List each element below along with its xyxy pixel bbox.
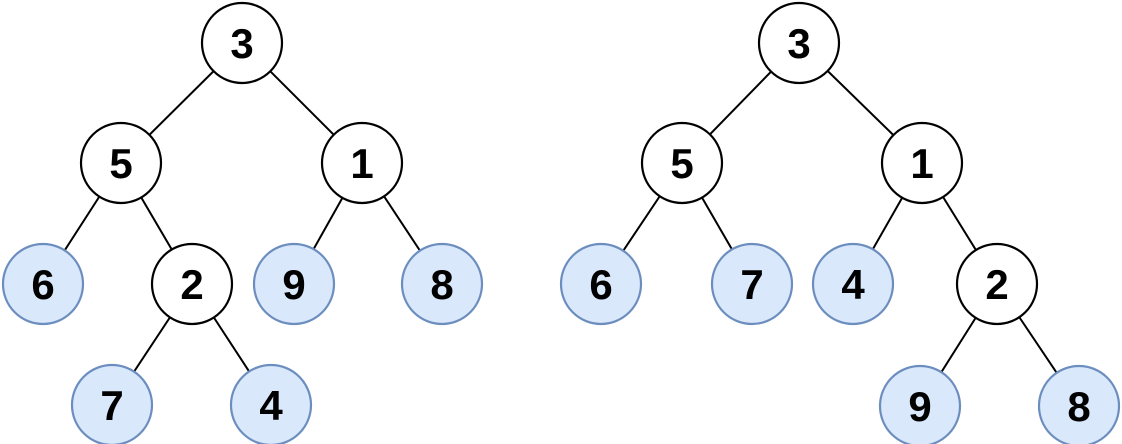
- node-value: 7: [100, 382, 123, 429]
- node-value: 3: [787, 20, 810, 67]
- leaf-node-circle: [710, 242, 794, 326]
- node-value: 2: [180, 261, 203, 308]
- tree-2-node-2: 2: [955, 242, 1039, 326]
- leaf-node-circle: [400, 242, 484, 326]
- tree-1-node-6: 6: [1, 242, 85, 326]
- tree-2-node-7: 7: [710, 242, 794, 326]
- node-value: 9: [908, 383, 931, 430]
- node-value: 4: [259, 382, 283, 429]
- internal-node-circle: [200, 1, 284, 85]
- tree-1-node-1: 1: [320, 121, 404, 205]
- node-value: 5: [670, 140, 693, 187]
- node-value: 3: [230, 20, 253, 67]
- tree-2-node-8: 8: [1037, 364, 1121, 444]
- leaf-node-circle: [1, 242, 85, 326]
- leaf-node-circle: [811, 242, 895, 326]
- tree-1-node-3: 3: [200, 1, 284, 85]
- leaf-node-circle: [1037, 364, 1121, 444]
- node-value: 6: [31, 261, 54, 308]
- leaf-node-circle: [559, 242, 643, 326]
- node-value: 6: [589, 261, 612, 308]
- node-value: 5: [109, 140, 132, 187]
- tree-1-node-9: 9: [252, 242, 336, 326]
- tree-1-node-2: 2: [150, 242, 234, 326]
- leaf-node-circle: [878, 364, 962, 444]
- tree-2-node-5: 5: [640, 121, 724, 205]
- internal-node-circle: [955, 242, 1039, 326]
- tree-2: 3 5 1 6 7 4 2 9 8: [559, 1, 1121, 444]
- tree-2-node-9: 9: [878, 364, 962, 444]
- internal-node-circle: [880, 121, 964, 205]
- tree-2-node-1: 1: [880, 121, 964, 205]
- tree-1: 3 5 1 6 2 9 8 7 4: [1, 1, 484, 444]
- node-value: 1: [350, 140, 373, 187]
- internal-node-circle: [79, 121, 163, 205]
- tree-1-node-4: 4: [229, 363, 313, 444]
- leaf-node-circle: [252, 242, 336, 326]
- leaf-node-circle: [70, 363, 154, 444]
- node-value: 9: [282, 261, 305, 308]
- tree-2-node-4: 4: [811, 242, 895, 326]
- tree-2-node-3: 3: [757, 1, 841, 85]
- node-value: 8: [1067, 383, 1090, 430]
- node-value: 1: [910, 140, 933, 187]
- tree-1-node-8: 8: [400, 242, 484, 326]
- node-value: 4: [841, 261, 865, 308]
- tree-1-node-7: 7: [70, 363, 154, 444]
- internal-node-circle: [150, 242, 234, 326]
- tree-2-node-6: 6: [559, 242, 643, 326]
- internal-node-circle: [640, 121, 724, 205]
- tree-1-node-5: 5: [79, 121, 163, 205]
- leaf-node-circle: [229, 363, 313, 444]
- node-value: 7: [740, 261, 763, 308]
- node-value: 8: [430, 261, 453, 308]
- internal-node-circle: [320, 121, 404, 205]
- internal-node-circle: [757, 1, 841, 85]
- node-value: 2: [985, 261, 1008, 308]
